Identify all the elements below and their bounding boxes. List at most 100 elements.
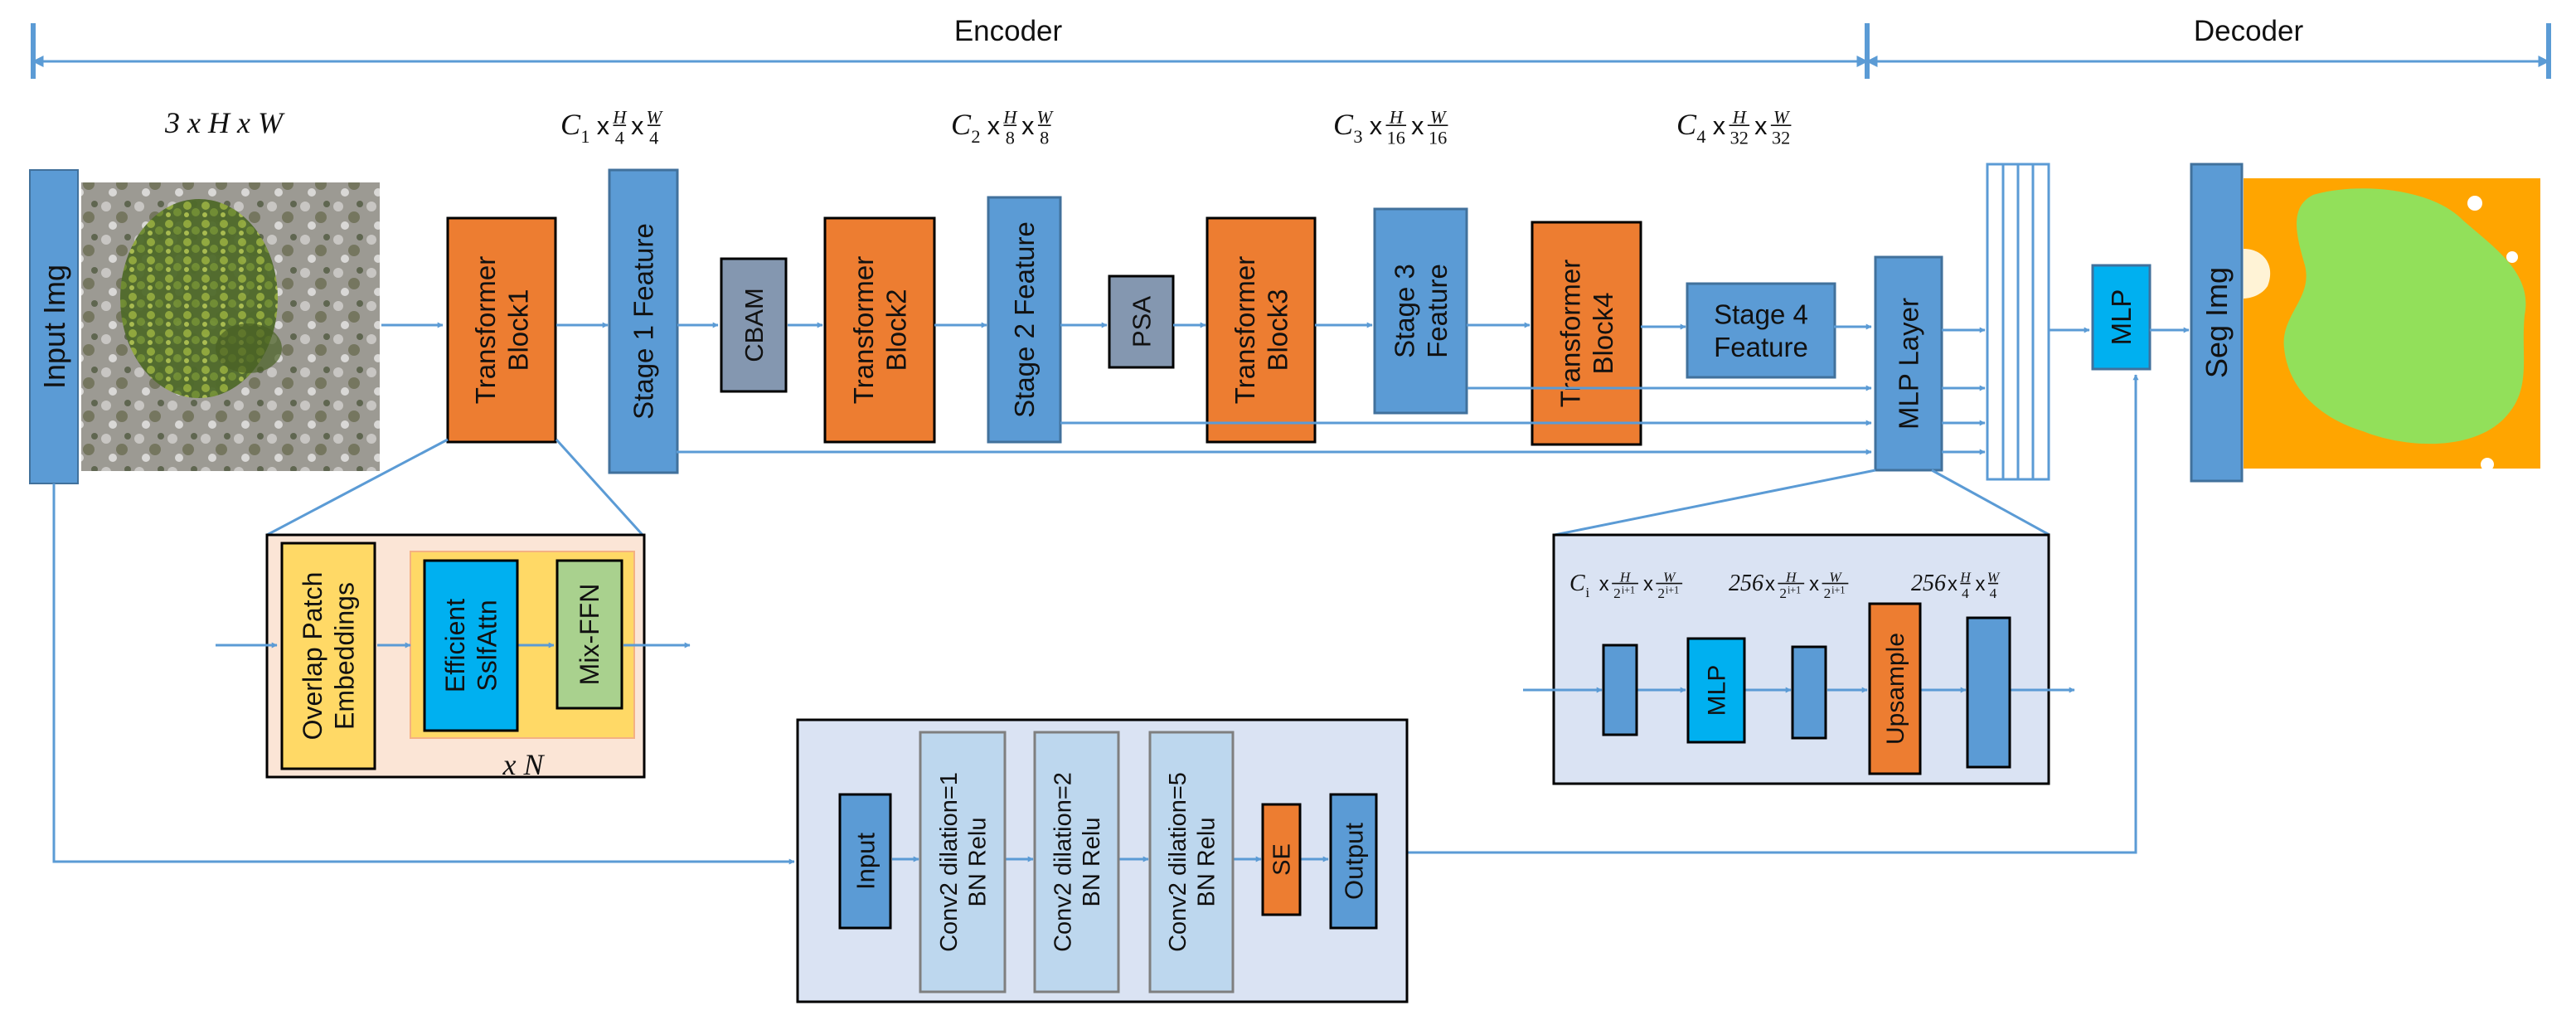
conv-dilation-1: Conv2 dilation=1BN Relu [919, 731, 1007, 993]
repeat-n-label: x N [502, 748, 546, 781]
mlp-block-label-line: MLP [2106, 289, 2137, 346]
transformer-block4: TransformerBlock4 [1531, 221, 1642, 446]
encoder-span: Encoder [31, 15, 1870, 79]
mlp-detail-mlp: MLP [1686, 637, 1746, 744]
transformer-block2: TransformerBlock2 [823, 216, 936, 444]
shape-times: x [1370, 112, 1382, 140]
shape-channel: C [1676, 108, 1697, 141]
transformer-block3: TransformerBlock3 [1206, 216, 1317, 444]
shape-frac-num: H [1002, 106, 1018, 127]
psa-block: PSA [1108, 274, 1175, 369]
mix-ffn: Mix-FFN [555, 559, 623, 710]
shape-frac-den: 4 [615, 128, 624, 148]
shape-times: x [1599, 573, 1609, 595]
stage1-feature: Stage 1 Feature [608, 168, 679, 474]
shape-channel: 256 [1911, 571, 1946, 596]
stage1-feature-label: Stage 1 Feature [628, 223, 659, 420]
transformer-block2-label-line: Block2 [880, 289, 911, 371]
mlp-detail-blocks: MLP Upsample [1602, 602, 2011, 775]
shape-frac-den: 2 [1824, 585, 1831, 601]
transformer-block1: TransformerBlock1 [446, 216, 557, 444]
shape-frac-num: W [1773, 106, 1791, 127]
overlap-patch-embeddings-label: Overlap PatchEmbeddings [298, 572, 359, 741]
seg-img-block-label: Seg Img [2200, 267, 2234, 378]
shape-frac-num: W [646, 106, 663, 127]
seg-img-block: Seg Img [2190, 163, 2244, 483]
shape-frac-den: 4 [1962, 585, 1969, 601]
shape-times: x [987, 112, 1000, 140]
transformer-block3-label-line: Transformer [1230, 256, 1260, 404]
transformer-block2-label: TransformerBlock2 [848, 256, 912, 404]
stage2-feature-label-line: Stage 2 Feature [1009, 221, 1040, 418]
input-shape-label: 3 x H x W [164, 106, 285, 139]
efficient-self-attn-label-line: SslfAttn [472, 600, 502, 691]
shape-channel-sub: 3 [1353, 126, 1362, 147]
shape-frac-num: H [1619, 569, 1632, 585]
aspp-output-label: Output [1339, 823, 1368, 900]
se-block: SE [1261, 803, 1302, 916]
conv-dilation-2-label: Conv2 dilation=2BN Relu [1050, 772, 1105, 952]
aspp-output: Output [1329, 793, 1378, 930]
aspp-input-label-line: Input [851, 833, 880, 890]
shape-frac-exp: i+1 [1831, 584, 1845, 595]
mlp-detail-mid-tensor [1791, 645, 1827, 740]
mlp-block: MLP [2091, 264, 2152, 371]
efficient-self-attn-label-line: Efficient [440, 599, 470, 692]
shape-frac-num: W [1829, 569, 1842, 585]
conv-dilation-5: Conv2 dilation=5BN Relu [1148, 731, 1235, 993]
overlap-patch-embeddings-label-line: Embeddings [329, 582, 359, 730]
shape-times: x [1021, 112, 1034, 140]
psa-block-label: PSA [1127, 296, 1156, 347]
aerial-photo [81, 182, 380, 471]
shape-frac-den: 2 [1657, 585, 1665, 601]
stage3-feature-label-line: Stage 3 [1389, 264, 1419, 358]
shape-frac-den: 8 [1040, 128, 1049, 148]
mlp-layer-label: MLP Layer [1894, 298, 1924, 430]
mlp-block-label: MLP [2106, 289, 2137, 346]
shape-channel: C [1333, 108, 1354, 141]
shape-channel: C [951, 108, 972, 141]
encoder-label: Encoder [954, 15, 1063, 47]
conv-dilation-2: Conv2 dilation=2BN Relu [1033, 731, 1120, 993]
shape-times: x [1976, 573, 1986, 595]
conv-dilation-5-label: Conv2 dilation=5BN Relu [1165, 772, 1220, 952]
shape-channel: C [1569, 571, 1585, 596]
overlap-patch-embeddings-label-line: Overlap Patch [298, 572, 327, 741]
stage4-feature-label-line: Stage 4 [1714, 299, 1808, 329]
shape-times: x [1643, 573, 1653, 595]
shape-channel: 256 [1729, 571, 1763, 596]
conv-dilation-5-label-line: BN Relu [1194, 818, 1220, 907]
upsample-block: Upsample [1868, 602, 1922, 775]
cbam-block-label: CBAM [740, 288, 769, 362]
transformer-block1-label-line: Block1 [502, 289, 533, 371]
transformer-block1-label: TransformerBlock1 [470, 256, 534, 404]
shape-times: x [1411, 112, 1424, 140]
shape-channel-sub: 2 [971, 126, 980, 147]
shape-frac-num: W [1663, 569, 1676, 585]
aspp-detail-blocks: Input Conv2 dilation=1BN Relu Conv2 dilati… [838, 731, 1378, 993]
upsample-block-label-line: Upsample [1882, 633, 1909, 745]
shape-frac-exp: i+1 [1622, 584, 1635, 595]
shape-frac-num: W [1036, 106, 1054, 127]
transformer-block3-label-line: Block3 [1262, 289, 1293, 371]
shape-times: x [1765, 573, 1775, 595]
shape-times: x [1713, 112, 1725, 140]
shape-frac-den: 2 [1613, 585, 1621, 601]
shape-frac-exp: i+1 [1666, 584, 1679, 595]
conv-dilation-1-label-line: BN Relu [965, 818, 992, 907]
decoder-span: Decoder [1865, 15, 2551, 79]
efficient-self-attn: EfficientSslfAttn [423, 559, 519, 732]
shape-frac-num: H [1389, 106, 1404, 127]
shape-frac-den: 4 [649, 128, 658, 148]
psa-block-label-line: PSA [1127, 296, 1156, 347]
feature-concat-stack [1986, 163, 2050, 481]
transformer-block4-label-line: Transformer [1555, 260, 1585, 407]
